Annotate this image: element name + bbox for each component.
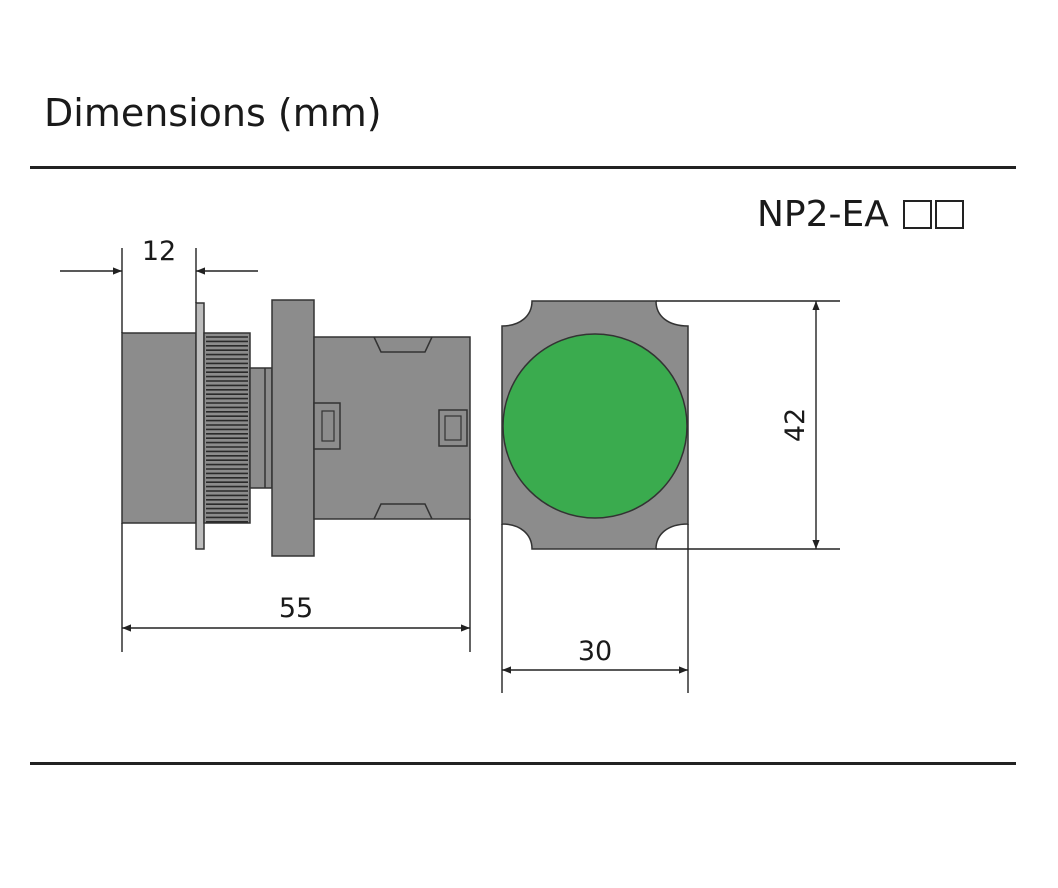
dimension-lines [60, 248, 840, 693]
dimension-label-12: 12 [142, 236, 176, 267]
front-view [501, 300, 689, 550]
green-button [502, 333, 688, 519]
button-head [121, 332, 197, 524]
neck [249, 367, 273, 489]
page-title: Dimensions (mm) [44, 91, 382, 135]
latch-right [438, 409, 468, 447]
panel-plate [195, 302, 205, 550]
dimension-label-55: 55 [279, 593, 313, 624]
latch-left [313, 402, 341, 450]
top-divider [30, 166, 1016, 169]
model-label: NP2-EA [757, 192, 964, 238]
model-code-box [934, 200, 964, 229]
side-view [121, 299, 471, 557]
model-number: NP2-EA [757, 194, 889, 235]
mounting-flange [271, 299, 315, 557]
dimension-label-30: 30 [578, 636, 612, 667]
model-code-box [902, 200, 932, 229]
bottom-divider [30, 762, 1016, 765]
nut-knurling [206, 336, 248, 523]
dimension-label-42: 42 [780, 408, 811, 442]
lock-nut [203, 332, 251, 524]
